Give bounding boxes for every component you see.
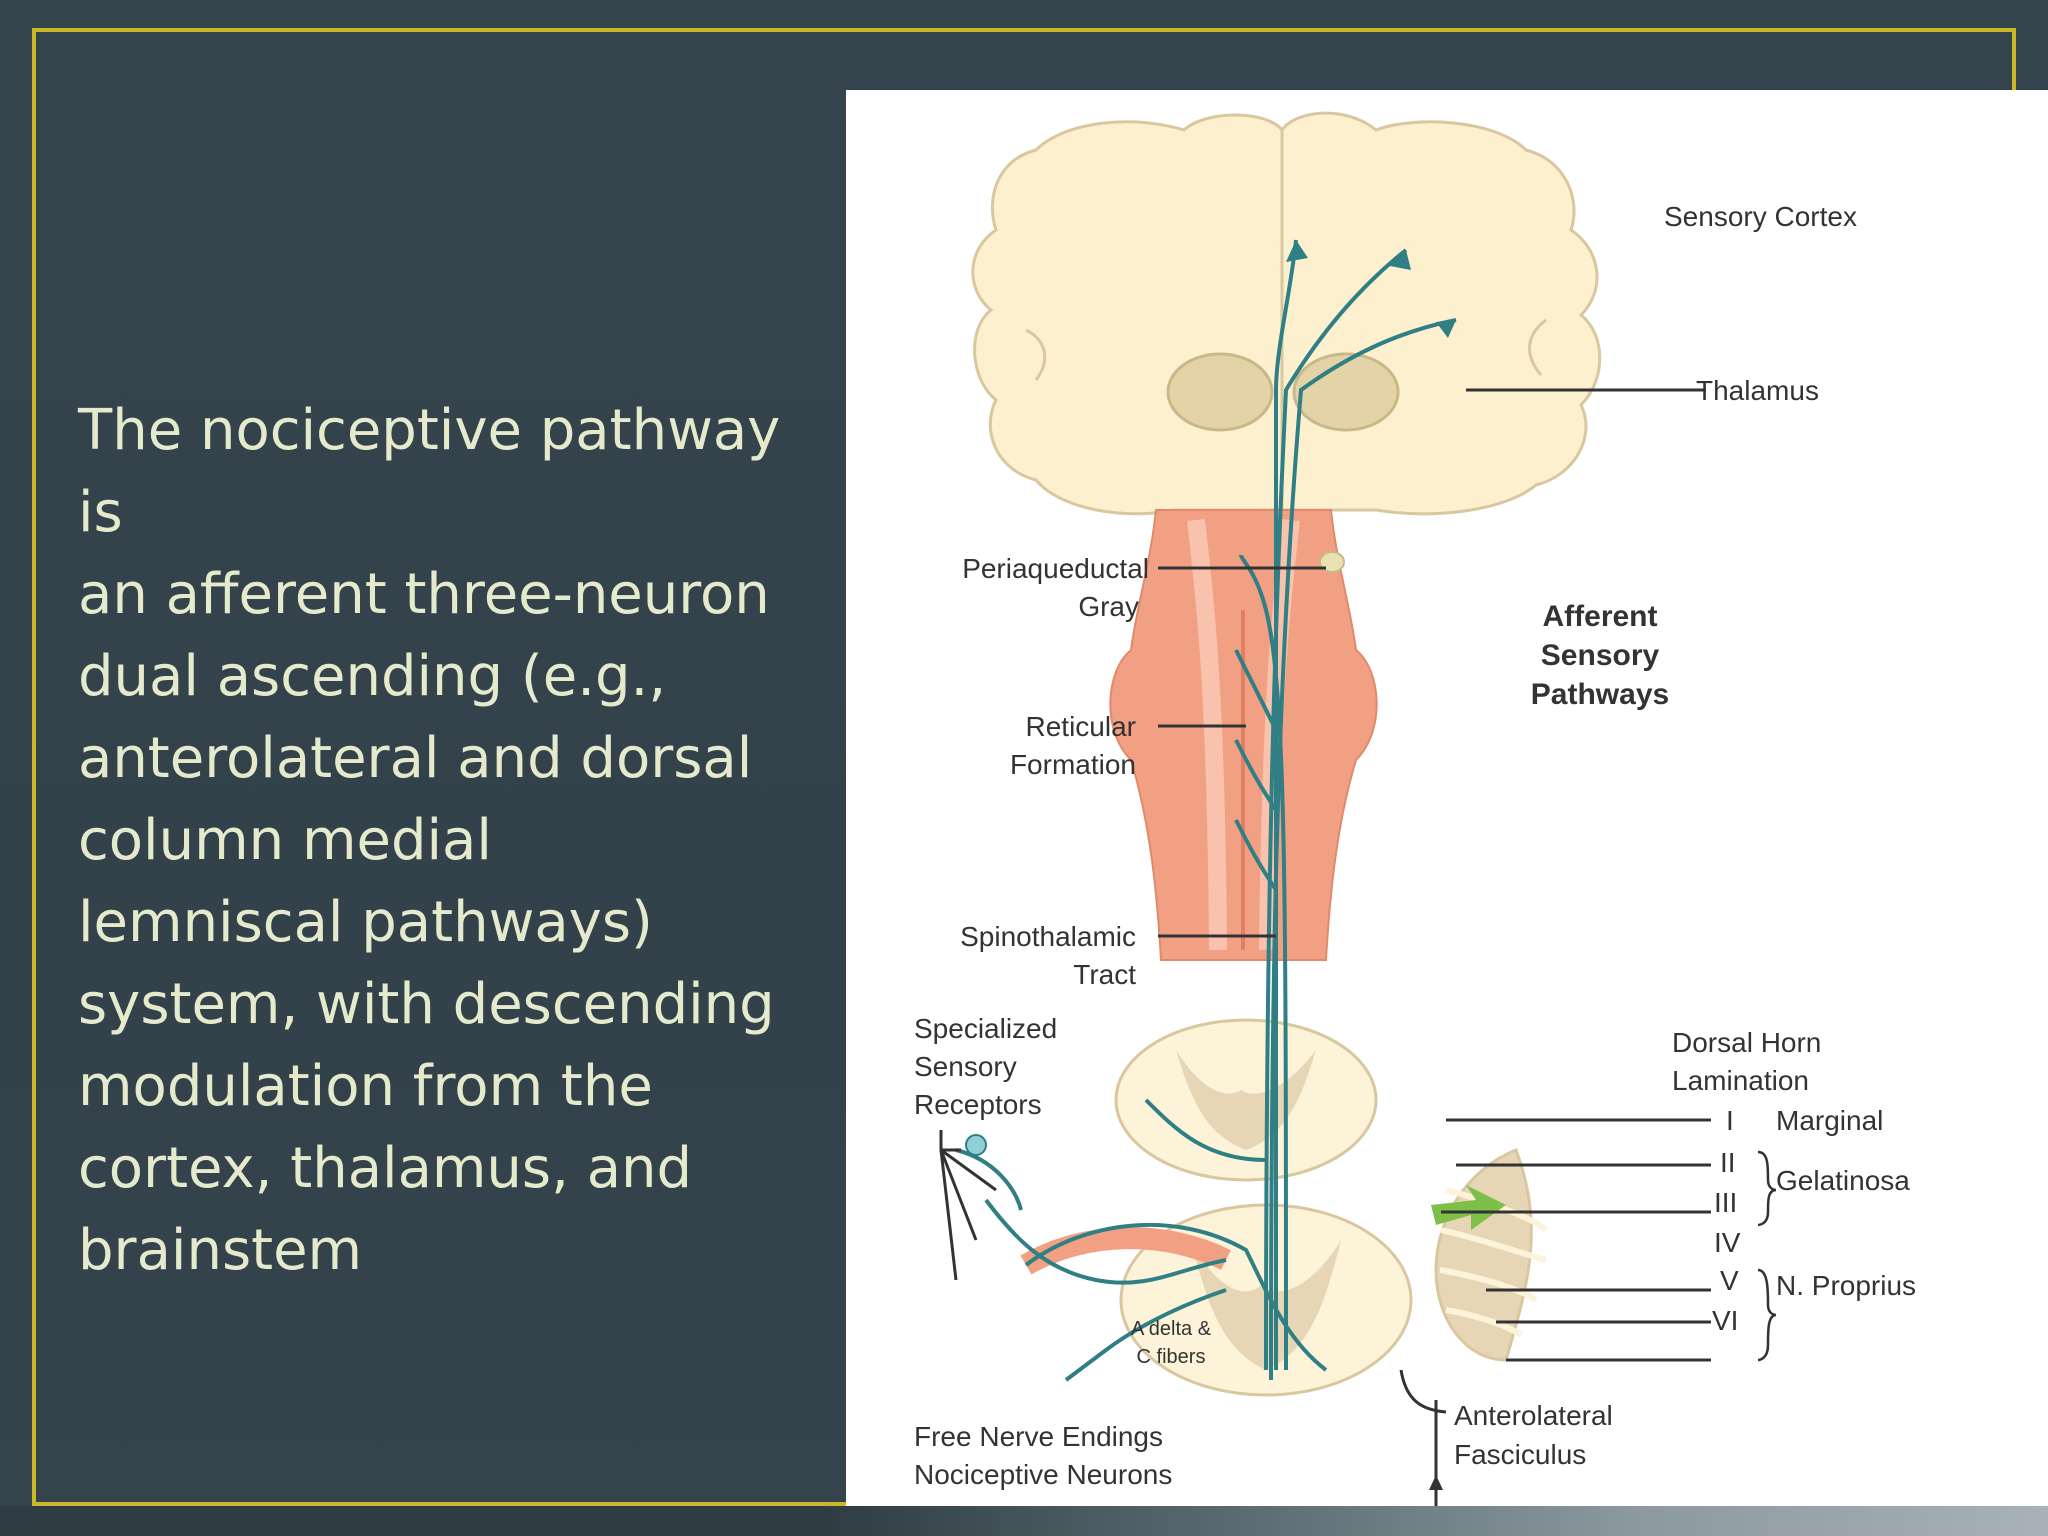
label-fibers-line1: A delta &: [1131, 1318, 1212, 1340]
bottom-gradient-band: [0, 1506, 2048, 1536]
label-lamina-i: I: [1726, 1105, 1734, 1136]
dorsal-root-nerve: [1020, 1227, 1231, 1275]
thalamus-left: [1166, 352, 1274, 432]
arrow-head-3: [1436, 320, 1456, 338]
label-lamina-iv: IV: [1714, 1227, 1741, 1258]
label-free-nerve-line2: Nociceptive Neurons: [914, 1459, 1172, 1490]
dorsal-horn-inset: [1434, 1148, 1549, 1362]
label-marginal: Marginal: [1776, 1105, 1883, 1136]
label-afferent-line3: Pathways: [1531, 678, 1669, 711]
label-anterolateral-line2: Fasciculus: [1454, 1439, 1586, 1470]
label-receptors-line3: Receptors: [914, 1089, 1042, 1120]
pathway-diagram-svg: Sensory Cortex Thalamus Periaqueductal G…: [914, 111, 1916, 1506]
label-receptors-line1: Specialized: [914, 1013, 1057, 1044]
label-afferent-line2: Sensory: [1541, 639, 1660, 672]
lamina-brackets: [1757, 1150, 1777, 1362]
label-lamina-vi: VI: [1712, 1305, 1738, 1336]
brainstem: [1109, 509, 1378, 961]
slide-body-text: The nociceptive pathway is an afferent t…: [78, 398, 781, 1283]
label-reticular-line1: Reticular: [1026, 711, 1136, 742]
pathway-neurons: [955, 239, 1457, 1382]
receptor-bracket: [939, 1130, 997, 1281]
label-lamina-ii: II: [1720, 1147, 1736, 1178]
label-spinothalamic-line2: Tract: [1073, 959, 1136, 990]
inset-arrow-icon: [1431, 1185, 1506, 1230]
receptor-icon: [965, 1134, 987, 1156]
label-periaqueductal-line2: Gray: [1078, 591, 1139, 622]
spinal-section-upper: [1114, 1018, 1378, 1182]
arrow-head-2: [1390, 250, 1411, 270]
label-fibers-line2: C fibers: [1137, 1346, 1206, 1368]
label-thalamus: Thalamus: [1696, 375, 1819, 406]
nociceptive-pathway-figure: Sensory Cortex Thalamus Periaqueductal G…: [846, 90, 2048, 1506]
label-periaqueductal-line1: Periaqueductal: [962, 553, 1149, 584]
label-receptors-line2: Sensory: [914, 1051, 1017, 1082]
arrow-head-1: [1286, 240, 1308, 262]
label-spinothalamic-line1: Spinothalamic: [960, 921, 1136, 952]
label-lamina-v: V: [1720, 1265, 1739, 1296]
upward-arrow-head: [1429, 1475, 1443, 1490]
leader-lines: [1158, 388, 1711, 1500]
label-n-proprius: N. Proprius: [1776, 1270, 1916, 1301]
label-free-nerve-line1: Free Nerve Endings: [914, 1421, 1163, 1452]
label-gelatinosa: Gelatinosa: [1776, 1165, 1910, 1196]
label-reticular-line2: Formation: [1010, 749, 1136, 780]
label-dorsal-horn-line1: Dorsal Horn: [1672, 1027, 1821, 1058]
label-lamina-iii: III: [1714, 1187, 1737, 1218]
label-afferent-line1: Afferent: [1542, 600, 1657, 633]
label-anterolateral-line1: Anterolateral: [1454, 1400, 1613, 1431]
label-dorsal-horn-line2: Lamination: [1672, 1065, 1809, 1096]
thalamus-right: [1292, 352, 1400, 432]
label-sensory-cortex: Sensory Cortex: [1664, 201, 1857, 232]
